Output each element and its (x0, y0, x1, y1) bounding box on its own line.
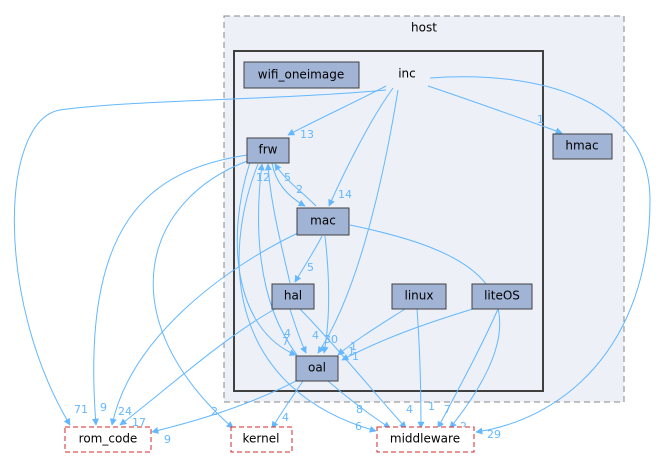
edge-frw-mac (271, 162, 306, 207)
edge-label-hal-rom-code: 17 (132, 416, 146, 429)
edge-label-hal-middleware: 1 (348, 345, 355, 358)
edge-label-inc-mac: 14 (338, 188, 352, 201)
node-hal[interactable]: hal (271, 283, 315, 310)
node-wifi-oneimage-label: wifi_oneimage (258, 68, 344, 82)
edge-label-oal-middleware-b: 4 (406, 403, 413, 416)
edge-label-mac-frw: 5 (284, 171, 291, 184)
node-mac[interactable]: mac (296, 207, 350, 236)
cluster-inc-label[interactable]: inc (398, 67, 416, 81)
edge-label-oal-kernel: 4 (282, 411, 289, 424)
edge-liteos-oal (341, 307, 477, 361)
edge-mac-frw (274, 163, 317, 207)
cluster-inc: inc (233, 50, 544, 392)
edge-frw-kernel (152, 159, 251, 429)
edge-label-hal-frw: 12 (256, 171, 270, 184)
edge-label-liteos-oal: 1 (350, 340, 357, 353)
edge-label-frw-mac: 2 (296, 183, 303, 196)
edge-label-hal-oal: 4 (312, 329, 319, 342)
node-rom-code[interactable]: rom_code (64, 426, 152, 453)
edge-frw-middleware (238, 163, 377, 433)
edge-frw-rom-code (92, 154, 248, 426)
edge-linux-middleware (416, 308, 425, 429)
edge-frw-oal (236, 161, 297, 356)
edge-label-inc-frw: 13 (300, 128, 314, 141)
cluster-host-label: host (411, 21, 437, 35)
node-kernel[interactable]: kernel (230, 426, 293, 453)
node-linux-label: linux (405, 289, 434, 303)
edge-label-mac-oal: 30 (324, 333, 338, 346)
edge-mac-rom-code (109, 231, 301, 426)
node-frw[interactable]: frw (246, 137, 290, 164)
edge-label-oal-frw: 4 (284, 327, 291, 340)
edge-oal-middleware (327, 380, 391, 429)
edge-label-linux-oal: 1 (352, 350, 359, 363)
edge-label-inc-hmac: 1 (537, 113, 544, 126)
edge-label-liteos-middleware: 7 (444, 403, 451, 416)
edge-label-mac-rom-code: 24 (118, 405, 132, 418)
node-hmac-label: hmac (565, 139, 598, 153)
edge-oal-frw (257, 163, 298, 356)
node-middleware[interactable]: middleware (376, 426, 475, 453)
edge-liteos-middleware (437, 308, 499, 429)
node-oal[interactable]: oal (295, 355, 339, 382)
node-wifi-oneimage[interactable]: wifi_oneimage (243, 61, 360, 89)
node-frw-label: frw (259, 143, 278, 157)
edge-inc-oal (317, 89, 399, 354)
node-kernel-label: kernel (243, 432, 280, 446)
edge-hal-middleware (299, 308, 407, 429)
edge-inc-middleware (429, 76, 651, 435)
node-middleware-label: middleware (390, 432, 460, 446)
edge-linux-oal (337, 308, 406, 356)
node-linux[interactable]: linux (391, 283, 447, 310)
edge-hal-rom-code (119, 308, 276, 426)
node-liteos-label: liteOS (484, 289, 520, 303)
node-oal-label: oal (308, 361, 326, 375)
edge-inc-hmac (427, 85, 563, 135)
edge-mac-hal (294, 235, 323, 283)
edge-label-oal-rom-code: 9 (164, 433, 171, 446)
node-hal-label: hal (284, 289, 302, 303)
edge-label-mac-hal: 5 (307, 261, 314, 274)
edge-inc-rom-code (13, 89, 387, 426)
edge-hal-frw (264, 163, 291, 284)
node-liteos[interactable]: liteOS (471, 283, 533, 310)
edge-label-linux-middleware: 1 (428, 400, 435, 413)
edge-labels: 13 1 14 29 71 2 5 9 12 7 2 6 5 30 24 2 4… (74, 113, 544, 446)
edge-label-oal-middleware: 8 (356, 403, 363, 416)
edge-label-frw-kernel: 2 (211, 405, 218, 418)
edge-label-inc-rom-code: 71 (74, 403, 88, 416)
node-hmac[interactable]: hmac (552, 133, 613, 160)
node-rom-code-label: rom_code (79, 432, 138, 446)
edge-label-frw-oal: 7 (282, 335, 289, 348)
edge-hal-oal (289, 308, 307, 354)
edge-oal-kernel (271, 380, 304, 429)
edge-label-mac-middleware: 2 (460, 420, 467, 433)
edge-oal-rom-code (151, 379, 299, 434)
edge-label-frw-middleware: 6 (355, 420, 362, 433)
edge-label-frw-rom-code: 9 (100, 401, 107, 414)
node-mac-label: mac (310, 214, 336, 228)
edge-label-inc-middleware: 29 (487, 428, 501, 441)
edge-mac-oal (321, 235, 330, 354)
edges (13, 76, 651, 435)
edge-inc-mac (328, 87, 394, 207)
